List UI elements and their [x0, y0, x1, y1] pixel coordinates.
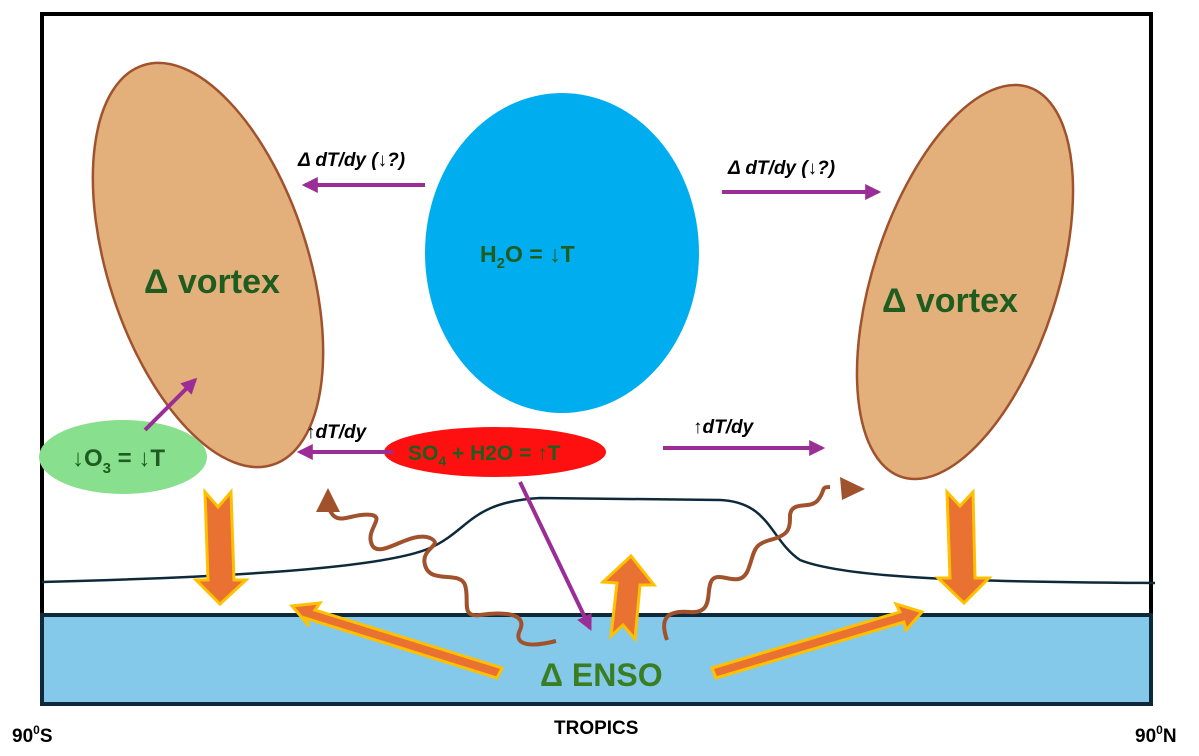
wave-arrow-left-head [316, 488, 340, 512]
ocean-layer [40, 613, 1153, 706]
ozone-ellipse [39, 420, 207, 494]
water-vapor-label: H2O = ↓T [480, 241, 575, 272]
gradient-label-upper-left: Δ dT/dy (↓?) [297, 150, 405, 171]
gradient-label-lower-left: ↑dT/dy [306, 422, 368, 443]
enso-arrow-left [289, 601, 505, 680]
wave-arrow-right [662, 485, 831, 641]
axis-label-north: 900N [1135, 723, 1177, 747]
ozone-to-vortex-arrow [143, 377, 198, 432]
sulfate-label: SO4 + H2O = ↑T [408, 442, 561, 469]
enso-label: Δ ENSO [540, 657, 663, 693]
axis-label-tropics: TROPICS [554, 718, 638, 739]
gradient-label-upper-right: Δ dT/dy (↓?) [727, 158, 835, 179]
gradient-label-lower-right: ↑dT/dy [693, 417, 755, 438]
right-vortex-label: Δ vortex [882, 282, 1018, 320]
upward-arrow-enso [599, 553, 658, 643]
left-polar-vortex [91, 61, 325, 469]
ozone-label: ↓O3 = ↓T [72, 445, 165, 477]
wave-arrow-right-head [840, 477, 865, 500]
wave-arrow-left [326, 504, 557, 647]
axis-label-south: 900S [12, 723, 53, 747]
enso-arrow-right [709, 601, 925, 680]
water-vapor-blob [425, 93, 699, 413]
downward-arrow-right [934, 488, 993, 606]
downward-arrow-left [192, 487, 250, 607]
sulfate-to-ocean-arrow [518, 481, 592, 631]
right-polar-vortex [855, 83, 1075, 481]
tropopause-line [41, 496, 1156, 585]
left-vortex-label: Δ vortex [144, 263, 280, 301]
sulfate-ellipse [384, 427, 606, 477]
